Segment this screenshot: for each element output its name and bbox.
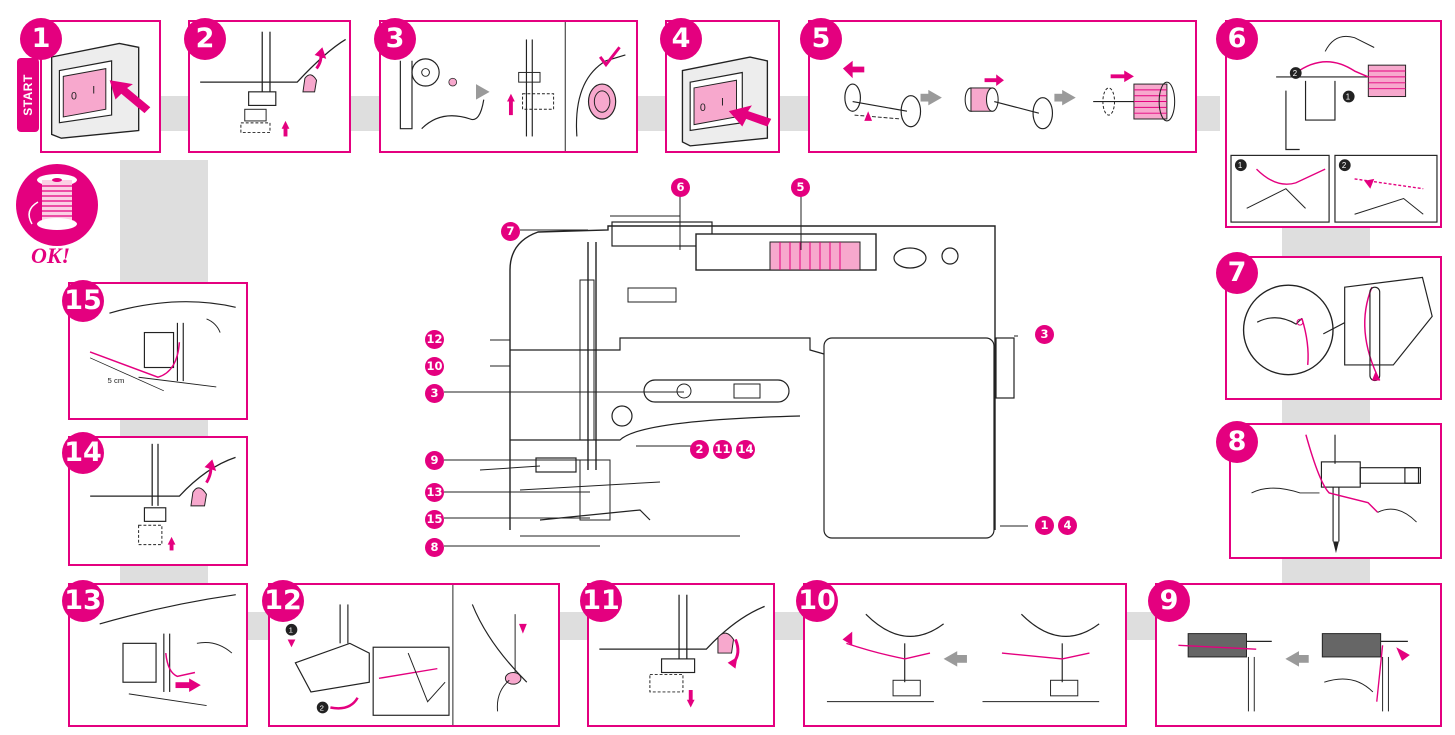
callout-11: 11 xyxy=(713,440,732,459)
step-7-badge: 7 xyxy=(1216,252,1258,294)
thread-guide-bar-illustration xyxy=(1178,633,1410,712)
step-7-panel xyxy=(1225,256,1442,400)
step-3-badge: 3 xyxy=(374,18,416,60)
callout-10: 10 xyxy=(425,357,444,376)
needle-threader-illustration: 1 2 xyxy=(285,585,528,725)
callout-3-left: 3 xyxy=(425,384,444,403)
callout-9: 9 xyxy=(425,451,444,470)
panel-6-sub-2-label: 2 xyxy=(1342,161,1346,170)
callout-6: 6 xyxy=(671,178,690,197)
needle-threading-illustration xyxy=(826,613,1100,703)
panel-6-sub-1-label: 1 xyxy=(1238,161,1242,170)
presser-foot-lever-down-illustration xyxy=(599,594,765,708)
spool-pin-illustration xyxy=(842,60,1176,130)
step-13-panel xyxy=(68,583,248,727)
step-3-panel xyxy=(379,20,638,153)
step-15-badge: 15 xyxy=(62,280,104,322)
step-9-panel xyxy=(1155,583,1442,727)
step-15-panel: 5 cm xyxy=(68,282,248,420)
callout-7: 7 xyxy=(501,222,520,241)
step-1-badge: 1 xyxy=(20,18,62,60)
step-2-badge: 2 xyxy=(184,18,226,60)
panel-6-marker-2: 2 xyxy=(1293,69,1297,78)
step-10-panel xyxy=(803,583,1127,727)
callout-5: 5 xyxy=(791,178,810,197)
callout-2: 2 xyxy=(690,440,709,459)
step-13-badge: 13 xyxy=(62,580,104,622)
step-14-badge: 14 xyxy=(62,432,104,474)
needle-bar-guide-illustration xyxy=(1251,434,1422,554)
step-5-panel xyxy=(808,20,1197,153)
step-11-badge: 11 xyxy=(580,580,622,622)
callout-1: 1 xyxy=(1035,516,1054,535)
sewing-machine-diagram xyxy=(444,190,1028,547)
presser-foot-lever-up-illustration xyxy=(200,31,346,137)
svg-text:0: 0 xyxy=(71,91,77,103)
presser-foot-raise-illustration xyxy=(90,443,236,551)
callout-12: 12 xyxy=(425,330,444,349)
thread-length-illustration: 5 cm xyxy=(89,301,236,392)
panel-6-marker-1: 1 xyxy=(1346,92,1350,101)
step-5-badge: 5 xyxy=(800,18,842,60)
callout-3-right: 3 xyxy=(1035,325,1054,344)
callout-8: 8 xyxy=(425,538,444,557)
thread-length-label: 5 cm xyxy=(108,376,125,385)
step-12-badge: 12 xyxy=(262,580,304,622)
svg-text:0: 0 xyxy=(700,102,706,114)
step-14-panel xyxy=(68,436,248,566)
ok-label: OK! xyxy=(31,243,71,268)
step-9-badge: 9 xyxy=(1148,580,1190,622)
callout-4: 4 xyxy=(1058,516,1077,535)
svg-text:I: I xyxy=(92,85,95,97)
start-tab: START xyxy=(17,58,39,132)
callout-15: 15 xyxy=(425,510,444,529)
pull-thread-under-foot-illustration xyxy=(99,594,236,707)
step-12-panel: 1 2 xyxy=(268,583,560,727)
panel-12-marker-1: 1 xyxy=(289,626,293,635)
step-8-badge: 8 xyxy=(1216,421,1258,463)
step-6-badge: 6 xyxy=(1216,18,1258,60)
thread-guide-illustration: 2 1 1 2 xyxy=(1230,35,1438,223)
thread-spool-icon xyxy=(16,164,98,246)
svg-text:I: I xyxy=(721,96,724,108)
needle-position-illustration xyxy=(399,22,626,151)
start-label: START xyxy=(21,74,35,116)
take-up-lever-illustration xyxy=(1242,276,1433,382)
callout-13: 13 xyxy=(425,483,444,502)
step-8-panel xyxy=(1229,423,1442,559)
panel-12-marker-2: 2 xyxy=(320,703,324,712)
step-4-badge: 4 xyxy=(660,18,702,60)
step-6-panel: 2 1 1 2 xyxy=(1225,20,1442,228)
step-10-badge: 10 xyxy=(796,580,838,622)
callout-14: 14 xyxy=(736,440,755,459)
